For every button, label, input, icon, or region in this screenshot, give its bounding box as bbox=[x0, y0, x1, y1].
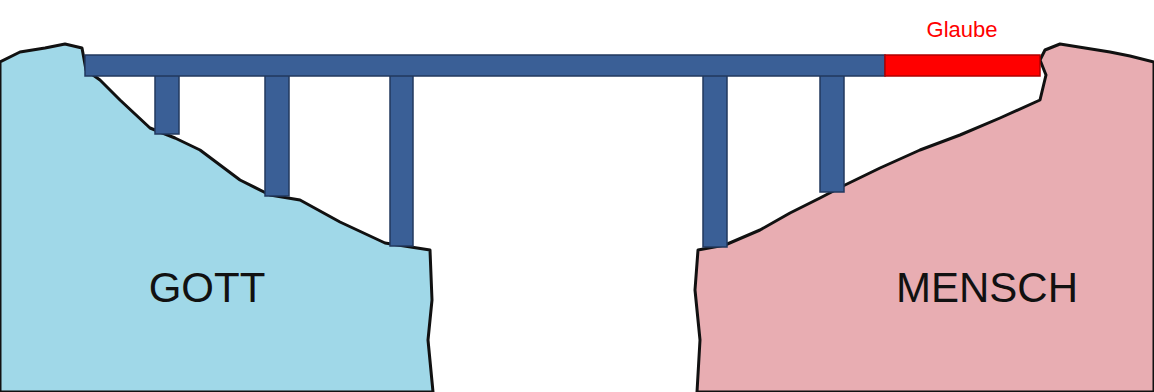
faith-label: Glaube bbox=[927, 18, 998, 42]
cliff-region: GOTT bbox=[0, 38, 442, 392]
cliff-shape bbox=[695, 44, 1154, 392]
cliff-outline bbox=[0, 38, 442, 392]
region-name: GOTT bbox=[149, 265, 266, 311]
bridge-pillar bbox=[390, 74, 413, 246]
cliff-shape bbox=[0, 44, 433, 392]
cliff-region: MENSCH bbox=[688, 38, 1154, 392]
cliff-outline bbox=[688, 38, 1154, 392]
bridge-pillar bbox=[265, 74, 289, 196]
bridge-pillar bbox=[820, 74, 844, 192]
region-name: MENSCH bbox=[896, 265, 1078, 311]
bridge-pillar bbox=[155, 74, 179, 134]
faith-segment bbox=[885, 55, 1040, 76]
bridge-pillar bbox=[703, 74, 727, 247]
bridge-deck bbox=[85, 55, 885, 76]
